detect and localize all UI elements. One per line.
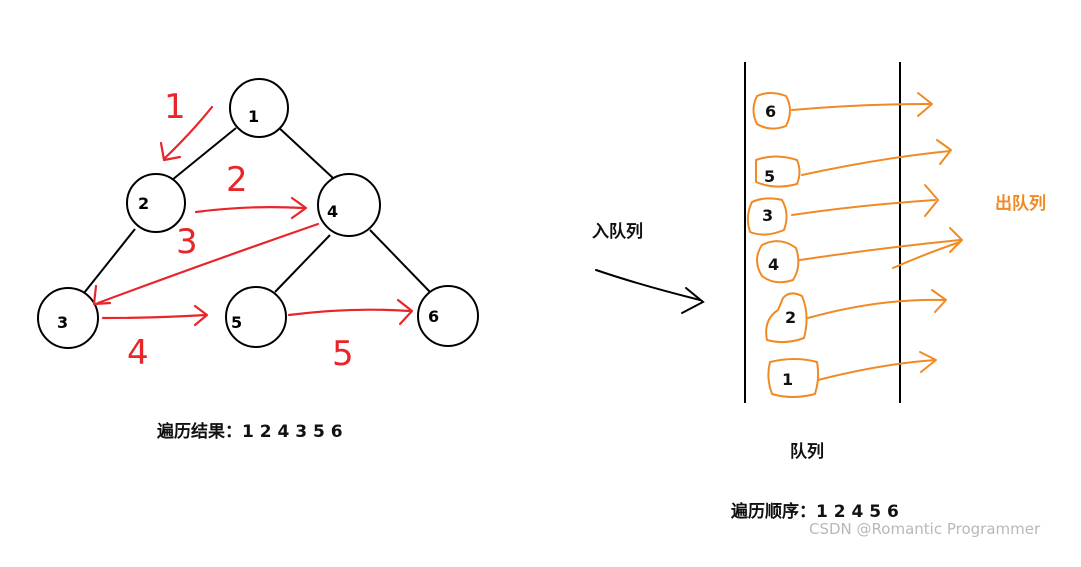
traversal-step-labels: 1 2 3 4 5 — [127, 87, 354, 374]
tree-node-4: 4 — [317, 173, 381, 237]
queue-item-6-label: 6 — [765, 102, 776, 121]
tree-node-3: 3 — [37, 287, 99, 349]
queue-item-3-label: 3 — [762, 206, 773, 225]
traversal-step-1: 1 — [164, 87, 186, 127]
enqueue-label: 入队列 — [592, 222, 643, 242]
tree-node-2-label: 2 — [138, 194, 149, 213]
queue-item-6 — [752, 92, 933, 130]
queue-item-2 — [765, 289, 947, 344]
traversal-result-text: 遍历结果：1 2 4 3 5 6 — [157, 422, 343, 442]
tree-node-1: 1 — [229, 78, 289, 138]
traversal-step-3: 3 — [176, 222, 198, 262]
queue-label: 队列 — [790, 442, 824, 462]
queue-item-4 — [756, 227, 963, 284]
traversal-arrow-3-head — [92, 284, 112, 306]
traversal-arrow-3 — [96, 222, 320, 305]
edge-4-6 — [369, 229, 431, 293]
traversal-arrows — [92, 105, 414, 327]
edge-1-2 — [171, 127, 237, 181]
queue-item-4-label: 4 — [768, 255, 779, 274]
tree-node-6: 6 — [417, 285, 479, 347]
traversal-arrow-1-head — [159, 141, 182, 162]
queue-item-5 — [755, 139, 952, 188]
traversal-arrow-4-head — [193, 304, 209, 327]
queue-item-1-label: 1 — [782, 370, 793, 389]
dequeue-label: 出队列 — [995, 194, 1046, 214]
tree-node-2: 2 — [126, 173, 186, 233]
traversal-arrow-4 — [101, 313, 208, 320]
queue-item-1 — [767, 351, 937, 398]
tree-node-4-label: 4 — [327, 202, 338, 221]
traversal-step-2: 2 — [226, 160, 248, 200]
queue-item-5-label: 5 — [764, 167, 775, 186]
watermark: CSDN @Romantic Programmer — [809, 520, 1041, 538]
tree-node-5-label: 5 — [231, 313, 242, 332]
tree-node-1-label: 1 — [248, 107, 259, 126]
queue-item-labels: 6 5 3 4 2 1 — [762, 102, 796, 389]
traversal-step-5: 5 — [332, 334, 354, 374]
queue-item-3 — [746, 184, 939, 236]
traversal-arrow-1 — [163, 105, 214, 160]
traversal-arrow-5 — [287, 308, 412, 317]
enqueue-arrow — [595, 269, 705, 314]
queue-item-2-label: 2 — [785, 308, 796, 327]
traversal-step-4: 4 — [127, 333, 149, 373]
queue-walls — [744, 62, 901, 403]
traversal-arrow-5-head — [396, 298, 414, 326]
traversal-arrow-2 — [194, 206, 305, 214]
queue-items — [746, 92, 963, 398]
queue-order-text: 遍历顺序：1 2 4 5 6 — [731, 502, 899, 522]
tree-node-6-label: 6 — [428, 307, 439, 326]
tree-node-3-label: 3 — [57, 313, 68, 332]
tree-edges — [83, 125, 431, 294]
tree-node-5: 5 — [225, 286, 287, 348]
edge-4-5 — [274, 234, 331, 293]
edge-1-4 — [276, 125, 334, 179]
edge-2-3 — [83, 228, 136, 294]
traversal-arrow-2-head — [290, 196, 308, 220]
